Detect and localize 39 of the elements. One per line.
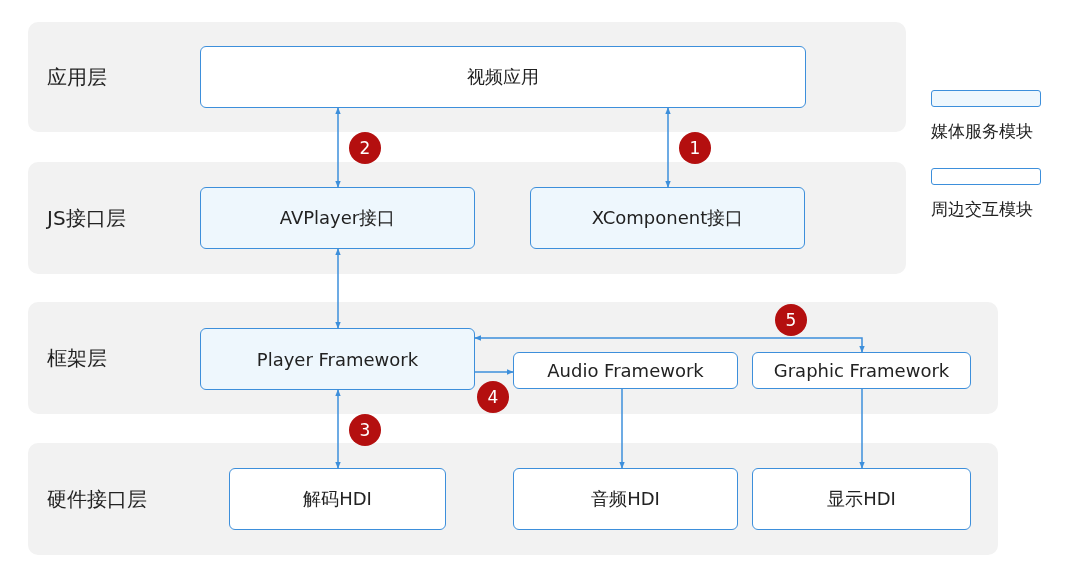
legend-label: 周边交互模块 xyxy=(931,198,1033,221)
module-label: XComponent接口 xyxy=(591,206,744,230)
module-box xyxy=(752,468,971,530)
step-number-badge: 1 xyxy=(679,132,711,164)
module-box xyxy=(513,352,738,389)
arrow xyxy=(335,107,341,188)
module-box xyxy=(752,352,971,389)
module-box xyxy=(530,187,805,249)
layer-band xyxy=(28,302,998,414)
arrow xyxy=(474,335,865,353)
step-number-badge: 3 xyxy=(349,414,381,446)
module-box xyxy=(200,187,475,249)
arrow xyxy=(335,248,341,329)
layer-title: 硬件接口层 xyxy=(47,485,147,513)
legend-label: 媒体服务模块 xyxy=(931,120,1033,143)
layer-band xyxy=(28,443,998,555)
module-label: 显示HDI xyxy=(827,487,896,511)
module-box xyxy=(200,46,806,108)
arrow xyxy=(474,369,514,375)
layer-band xyxy=(28,162,906,274)
module-box xyxy=(513,468,738,530)
layer-title: 应用层 xyxy=(47,63,107,91)
module-label: 解码HDI xyxy=(303,487,372,511)
module-box xyxy=(229,468,446,530)
module-label: Player Framework xyxy=(256,348,419,370)
arrow xyxy=(859,388,865,469)
module-label: 音频HDI xyxy=(591,487,660,511)
layer-title: JS接口层 xyxy=(47,204,126,232)
layer-band xyxy=(28,22,906,132)
arrow xyxy=(665,107,671,188)
arrow xyxy=(335,389,341,469)
module-label: Audio Framework xyxy=(547,360,704,381)
step-number-badge: 2 xyxy=(349,132,381,164)
module-box xyxy=(200,328,475,390)
module-label: Graphic Framework xyxy=(773,360,950,381)
arrow xyxy=(619,388,625,469)
module-label: AVPlayer接口 xyxy=(279,206,396,230)
module-label: 视频应用 xyxy=(467,65,539,89)
layer-title: 框架层 xyxy=(47,344,107,372)
